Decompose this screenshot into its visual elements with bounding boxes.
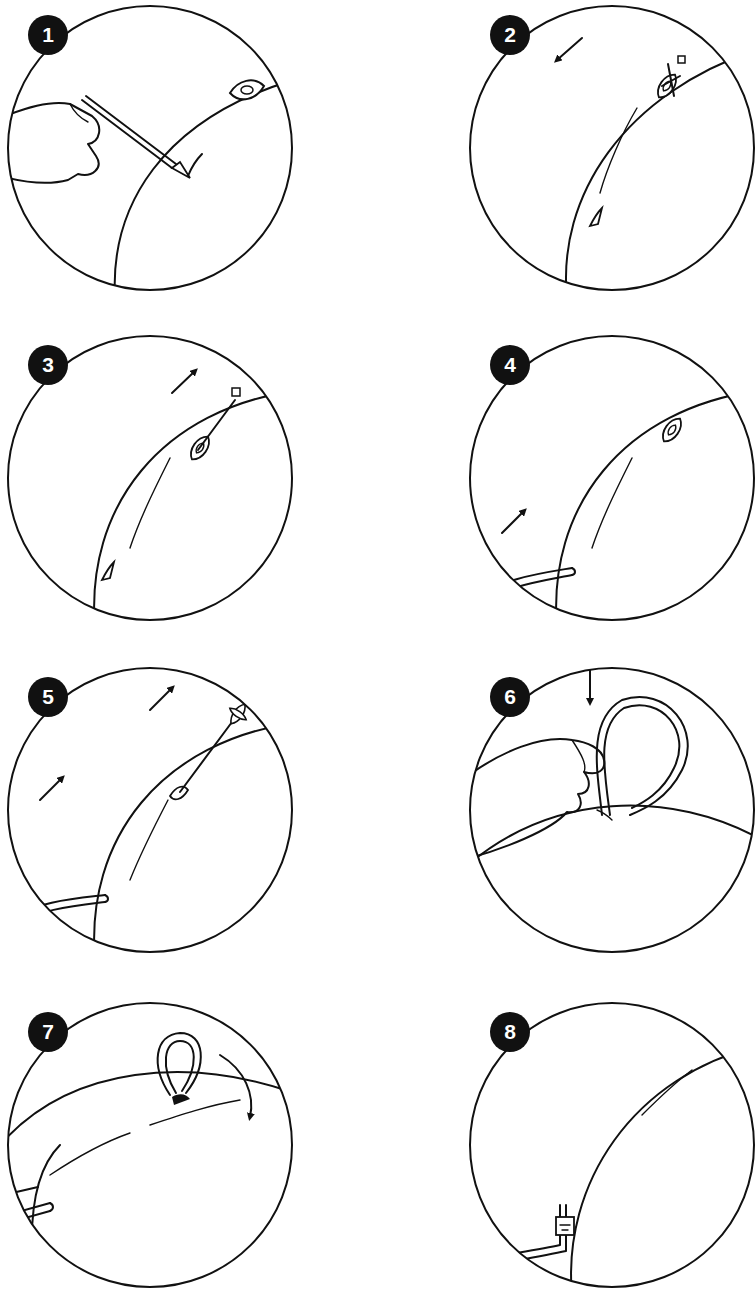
callout-number: 5 xyxy=(28,677,68,717)
step-panel xyxy=(0,6,300,298)
callout-number: 7 xyxy=(28,1012,68,1052)
step-panel xyxy=(462,336,755,628)
callout-number: 6 xyxy=(490,677,530,717)
step-panel xyxy=(470,6,755,298)
step-panel xyxy=(0,1003,300,1290)
callout-number: 3 xyxy=(28,345,68,385)
step-panel xyxy=(462,668,755,952)
callout-number: 8 xyxy=(490,1012,530,1052)
step-panel xyxy=(462,1003,755,1295)
callout-number: 1 xyxy=(28,15,68,55)
step-panel xyxy=(8,336,300,628)
callout-number: 4 xyxy=(490,345,530,385)
step-panel xyxy=(0,668,300,960)
callout-number: 2 xyxy=(490,15,530,55)
